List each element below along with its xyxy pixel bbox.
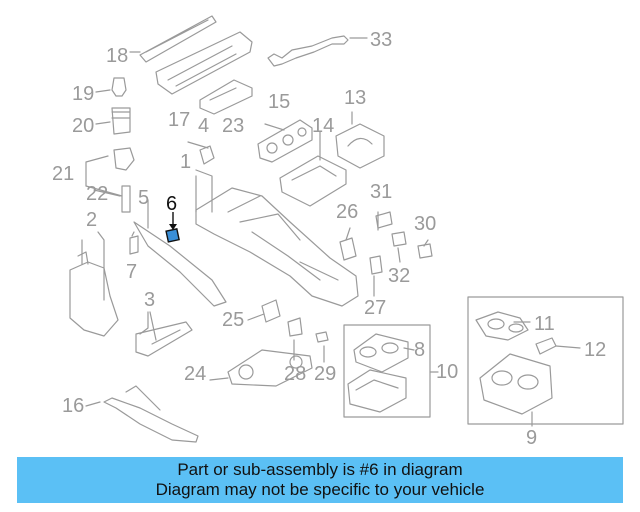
callout-26: 26 [336,201,358,223]
callout-27: 27 [364,297,386,319]
callout-24: 24 [184,363,206,385]
part-6-highlighted[interactable] [165,212,180,243]
part-30-switch [417,243,433,259]
box-9 [467,296,624,425]
callout-33: 33 [370,29,392,51]
callout-29: 29 [314,363,336,385]
part-4-clip [199,145,215,165]
box-10 [343,324,431,418]
callout-20: 20 [72,115,94,137]
part-27-switch [369,255,383,275]
part-24-control-panel [227,349,313,387]
callout-9: 9 [526,427,537,449]
part-1-center-console [195,187,359,307]
part-33-cable [267,35,349,67]
part-18-trim-strip [139,15,217,63]
part-29-switch [315,331,329,343]
callout-14: 14 [312,115,334,137]
part-12-clip [535,337,557,355]
parts-diagram: 18 33 19 20 17 23 4 15 13 14 1 21 22 5 6… [52,15,624,449]
callout-19: 19 [72,83,94,105]
part-5-side-rail [133,221,227,307]
callout-13: 13 [344,87,366,109]
callout-16: 16 [62,395,84,417]
part-20-bulb [111,107,131,135]
callout-7: 7 [126,261,137,283]
callout-32: 32 [388,265,410,287]
callout-4: 4 [198,115,209,137]
part-16-duct [103,385,199,443]
callout-21: 21 [52,163,74,185]
banner-line-1: Part or sub-assembly is #6 in diagram [177,460,463,479]
part-15-climate-panel [257,119,313,163]
part-21-socket [113,147,135,171]
callout-18: 18 [106,45,128,67]
part-11-mat [475,311,529,341]
callout-15: 15 [268,91,290,113]
part-9-cup-holder-assy [479,353,553,415]
callout-3: 3 [144,289,155,311]
part-28-switch [287,317,303,337]
part-7-bracket [129,235,139,255]
part-13-shift-boot [335,123,385,169]
callout-2: 2 [86,209,97,231]
callout-5: 5 [138,187,149,209]
part-26-switch [339,237,357,261]
part-10-insert [347,369,407,413]
callout-23: 23 [222,115,244,137]
callout-30: 30 [414,213,436,235]
part-3-bracket [135,321,193,357]
part-23-switch-block [199,79,253,115]
part-32-switch [391,231,407,247]
part-14-tray [279,155,347,207]
callout-6: 6 [166,193,177,215]
callout-31: 31 [370,181,392,203]
part-8-cup-holder [353,333,409,373]
banner-line-2: Diagram may not be specific to your vehi… [155,480,485,499]
callout-11: 11 [534,313,555,335]
callout-22: 22 [86,183,108,205]
callout-17: 17 [168,109,190,131]
callout-12: 12 [584,339,606,361]
info-banner: Part or sub-assembly is #6 in diagram Di… [17,457,623,503]
callout-1: 1 [180,151,191,173]
callout-28: 28 [284,363,306,385]
part-19-knob [111,77,127,97]
callout-25: 25 [222,309,244,331]
part-31-switch [375,211,393,229]
callout-8: 8 [414,339,425,361]
part-2-side-panel [69,251,119,337]
part-25-switch [261,299,281,323]
leader-lines [81,37,581,427]
part-17-panel [155,31,253,95]
callout-10: 10 [436,361,458,383]
part-22-clip [121,185,131,213]
